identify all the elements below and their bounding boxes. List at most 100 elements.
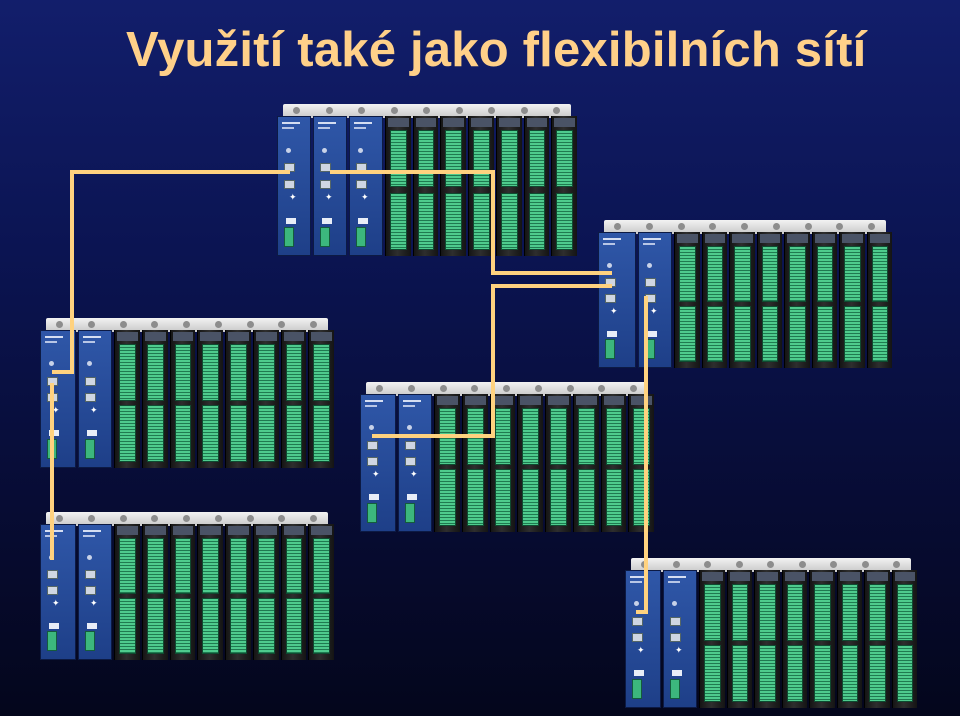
io-module-header	[732, 234, 753, 243]
io-module	[784, 232, 810, 368]
terminal-block	[494, 469, 512, 526]
module-label-secondary	[83, 341, 95, 343]
rack-body: ✦✦	[40, 524, 334, 660]
ethernet-port	[284, 180, 295, 189]
rail-screw	[598, 385, 606, 392]
status-led	[634, 601, 639, 606]
rail-screw	[836, 223, 844, 230]
io-module	[308, 524, 334, 660]
io-module	[866, 232, 892, 368]
io-module	[434, 394, 460, 532]
status-led	[369, 425, 374, 430]
io-module-header	[388, 118, 409, 127]
io-module-header	[812, 572, 833, 581]
rail-screw	[645, 223, 653, 230]
brand-logo	[369, 494, 379, 500]
ethernet-port	[405, 441, 416, 450]
cpu-module: ✦	[40, 524, 76, 660]
rail-screw	[455, 107, 463, 114]
terminal-block	[522, 408, 539, 465]
rail-screw	[390, 107, 398, 114]
ethernet-port	[356, 180, 367, 189]
io-module	[699, 570, 725, 708]
io-module-header	[814, 234, 835, 243]
io-module	[628, 394, 654, 532]
mounting-rail	[46, 512, 328, 526]
brand-logo	[407, 494, 417, 500]
terminal-block	[761, 306, 778, 362]
terminal-block	[230, 405, 247, 462]
ethernet-port	[85, 570, 96, 579]
terminal-block	[761, 246, 778, 302]
network-arrow-icon: ✦	[637, 646, 645, 656]
power-terminal	[670, 679, 680, 699]
terminal-block	[577, 408, 595, 465]
network-arrow-icon: ✦	[90, 599, 98, 609]
module-label-secondary	[668, 581, 680, 583]
mounting-rail	[366, 382, 648, 396]
io-module	[781, 570, 807, 708]
io-module	[308, 330, 334, 468]
status-led	[607, 263, 612, 268]
terminal-block	[146, 405, 164, 462]
io-module	[754, 570, 780, 708]
ethernet-port	[47, 586, 58, 595]
io-module	[674, 232, 700, 368]
terminal-block	[786, 584, 803, 641]
terminal-block	[313, 598, 330, 654]
cpu-module: ✦	[625, 570, 661, 708]
io-module-header	[117, 526, 138, 535]
io-module-header	[437, 396, 458, 405]
power-terminal	[284, 227, 294, 247]
terminal-block	[466, 469, 484, 526]
io-module-header	[228, 332, 249, 341]
brand-logo	[647, 331, 657, 337]
io-module	[523, 116, 550, 256]
network-arrow-icon: ✦	[325, 193, 333, 203]
ethernet-port	[47, 570, 58, 579]
io-module	[489, 394, 516, 532]
io-module-header	[172, 332, 194, 341]
plc-rack-right: ✦✦	[598, 220, 892, 368]
module-label	[45, 336, 63, 338]
io-module-header	[200, 526, 221, 535]
io-module	[114, 330, 140, 468]
terminal-block	[731, 584, 748, 641]
network-arrow-icon: ✦	[650, 307, 658, 317]
rail-screw	[893, 561, 900, 568]
terminal-block	[439, 469, 456, 526]
terminal-block	[500, 130, 518, 188]
terminal-block	[844, 306, 861, 362]
io-module-header	[200, 332, 221, 341]
module-label-secondary	[83, 535, 95, 537]
rail-screw	[310, 515, 317, 522]
terminal-block	[550, 469, 567, 526]
rail-screw	[614, 223, 621, 230]
io-module	[252, 524, 279, 660]
terminal-block	[814, 645, 831, 702]
rail-screw	[735, 561, 743, 568]
terminal-block	[786, 645, 803, 702]
terminal-block	[896, 584, 913, 641]
io-module-header	[729, 572, 750, 581]
io-module-header	[631, 396, 652, 405]
terminal-block	[202, 405, 219, 462]
terminal-block	[500, 192, 518, 250]
mounting-rail	[604, 220, 886, 234]
ethernet-port	[320, 180, 331, 189]
module-label	[630, 576, 648, 578]
io-module-header	[548, 396, 569, 405]
terminal-block	[605, 408, 623, 465]
rail-screw	[325, 107, 333, 114]
rail-screw	[677, 223, 685, 230]
io-module-header	[757, 572, 778, 581]
terminal-block	[704, 645, 721, 702]
ethernet-port	[320, 163, 331, 172]
status-led	[672, 601, 677, 606]
rack-body: ✦✦	[625, 570, 917, 708]
io-module-header	[492, 396, 514, 405]
io-module-header	[704, 234, 725, 243]
io-module	[572, 394, 599, 532]
terminal-block	[869, 645, 886, 702]
network-arrow-icon: ✦	[90, 406, 98, 416]
